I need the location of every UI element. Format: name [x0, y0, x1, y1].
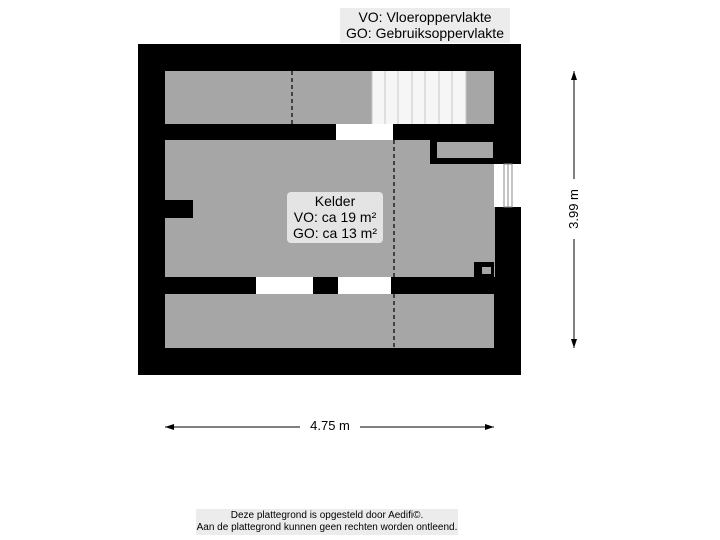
- legend-vo: VO: Vloeroppervlakte: [358, 9, 492, 25]
- legend-go: GO: Gebruiksoppervlakte: [346, 25, 504, 41]
- footer-line-2: Aan de plattegrond kunnen geen rechten w…: [196, 522, 458, 533]
- wall-notch-left: [165, 200, 193, 218]
- floor-bottom-strip: [165, 294, 494, 348]
- room-name: Kelder: [314, 193, 356, 209]
- staircase: [371, 71, 467, 124]
- floor-corner-nook: [437, 142, 493, 158]
- footer-disclaimer: Deze plattegrond is opgesteld door Aedif…: [196, 509, 458, 535]
- opening-top: [336, 124, 393, 140]
- dimension-height-label: 3.99 m: [565, 179, 583, 239]
- room-go: GO: ca 13 m²: [292, 225, 378, 241]
- opening-bottom-right: [338, 277, 391, 294]
- window-right: [494, 163, 521, 208]
- opening-bottom-left: [256, 277, 313, 294]
- footer-line-1: Deze plattegrond is opgesteld door Aedif…: [230, 510, 424, 521]
- wall-notch-right-inner: [482, 267, 491, 274]
- room-vo: VO: ca 19 m²: [293, 209, 377, 225]
- room-label: Kelder VO: ca 19 m² GO: ca 13 m²: [287, 192, 383, 243]
- dimension-width-label: 4.75 m: [300, 418, 360, 433]
- legend: VO: Vloeroppervlakte GO: Gebruiksoppervl…: [340, 8, 510, 43]
